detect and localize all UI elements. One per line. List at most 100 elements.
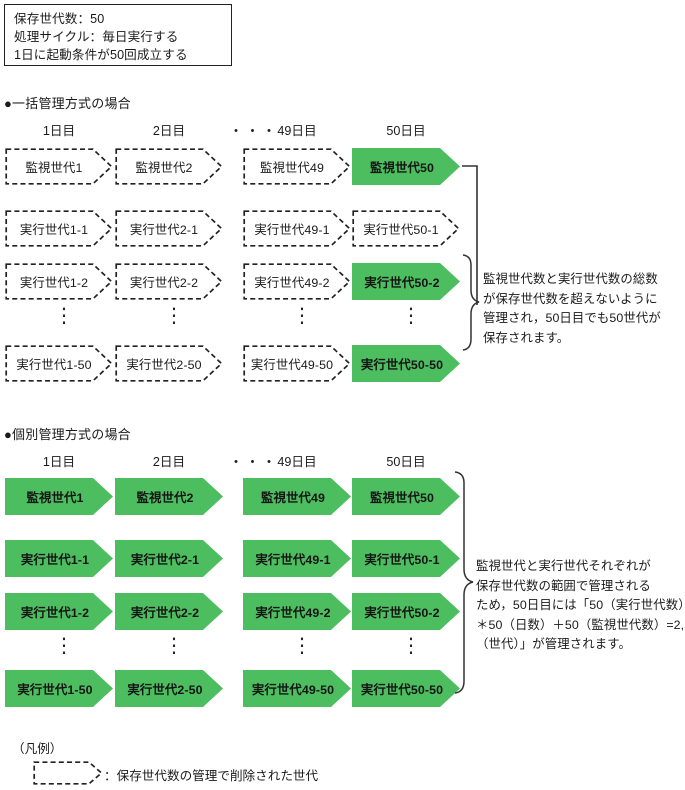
generation-chip: 実行世代2-50	[115, 670, 223, 707]
row-ellipsis: ⋮	[292, 305, 315, 327]
chip-label: 監視世代1	[25, 160, 83, 175]
chip-label: 実行世代49-2	[254, 275, 330, 290]
generation-chip: 実行世代2-50	[115, 345, 223, 382]
row-ellipsis: ⋮	[54, 635, 77, 657]
chip-label: 実行世代50-1	[364, 552, 440, 567]
dashed-arrow-shape	[115, 148, 223, 185]
legend-title: （凡例）	[12, 742, 63, 756]
chip-label: 実行世代2-50	[127, 682, 203, 697]
col-header-s2-day49: 49日目	[277, 455, 317, 469]
annotation-line: ため，50日目には「50（実行世代数）	[476, 598, 685, 612]
generation-chip: 実行世代1-2	[5, 263, 113, 300]
generation-chip: 監視世代50	[352, 148, 460, 185]
condition-line-1: 保存世代数：50	[14, 12, 105, 26]
col-header-s2-day50: 50日目	[386, 455, 426, 469]
dashed-arrow-shape	[5, 210, 113, 247]
chip-label: 実行世代1-50	[16, 357, 92, 372]
generation-chip: 監視世代1	[5, 148, 113, 185]
generation-chip: 実行世代50-2	[352, 593, 460, 630]
annotation-line: ＊50（日数）＋50（監視世代数）=2,550	[476, 617, 685, 632]
generation-chip: 実行世代1-1	[5, 540, 113, 577]
chip-label: 実行世代49-1	[255, 552, 331, 567]
dashed-arrow-shape	[5, 263, 113, 300]
col-header-s1-day50: 50日目	[386, 124, 426, 138]
chip-label: 実行世代1-1	[20, 552, 90, 567]
annotation-line: 監視世代と実行世代それぞれが	[476, 559, 651, 573]
generation-chip: 監視世代2	[115, 478, 223, 515]
col-header-s1-day49: 49日目	[277, 124, 317, 138]
conditions-box: 保存世代数：50 処理サイクル：毎日実行する 1日に起動条件が50回成立する	[4, 4, 232, 66]
generation-chip: 監視世代1	[5, 478, 113, 515]
generation-chip: 実行世代49-2	[243, 263, 351, 300]
dashed-arrow-shape	[115, 345, 223, 382]
chip-label: 実行世代2-1	[129, 222, 199, 237]
row-ellipsis: ⋮	[164, 305, 187, 327]
columns-gap-ellipsis-s1: ・・・	[229, 123, 279, 139]
row-ellipsis: ⋮	[401, 305, 424, 327]
generation-chip: 実行世代49-50	[243, 345, 351, 382]
chip-label: 実行世代1-50	[17, 682, 93, 697]
dashed-arrow-shape	[5, 148, 113, 185]
annotation-line: （世代）」が管理されます。	[476, 637, 631, 651]
chip-label: 監視世代49	[260, 160, 324, 175]
chip-label: 実行世代50-1	[363, 222, 439, 237]
legend-description: ：保存世代数の管理で削除された世代	[104, 769, 319, 783]
chip-label: 実行世代50-50	[360, 682, 444, 697]
condition-line-2: 処理サイクル：毎日実行する	[14, 30, 179, 44]
generation-chip: 実行世代2-1	[115, 540, 223, 577]
generation-chip: 監視世代2	[115, 148, 223, 185]
generation-chip: 実行世代50-1	[352, 210, 460, 247]
generation-chip: 実行世代49-1	[243, 210, 351, 247]
dashed-arrow-shape	[243, 345, 351, 382]
chip-label: 実行世代49-50	[250, 357, 334, 372]
chip-label: 実行世代1-2	[19, 275, 89, 290]
generation-chip: 実行世代1-50	[5, 345, 113, 382]
generation-chip: 実行世代49-50	[243, 670, 351, 707]
columns-gap-ellipsis-s2: ・・・	[229, 454, 279, 470]
annotation-line: 保存されます。	[483, 330, 570, 345]
row-ellipsis: ⋮	[164, 635, 187, 657]
chip-label: 実行世代50-2	[364, 605, 440, 620]
section-heading-batch: ●一括管理方式の場合	[4, 96, 131, 111]
dashed-arrow-shape	[5, 345, 113, 382]
chip-label: 監視世代1	[26, 490, 84, 505]
generation-chip: 監視世代50	[352, 478, 460, 515]
dashed-arrow-shape	[243, 148, 351, 185]
generation-chip: 実行世代50-1	[352, 540, 460, 577]
legend-dashed-arrow-icon	[33, 761, 103, 785]
section2-annotation: 監視世代と実行世代それぞれが 保存世代数の範囲で管理される ため，50日目には「…	[476, 557, 685, 655]
generation-chip: 監視世代49	[243, 148, 351, 185]
generation-chip: 実行世代50-2	[352, 263, 460, 300]
dashed-arrow-shape	[352, 210, 460, 247]
chip-label: 監視世代2	[135, 160, 193, 175]
generation-chip: 実行世代49-2	[243, 593, 351, 630]
dashed-arrow-shape	[33, 761, 103, 785]
generation-chip: 実行世代2-1	[115, 210, 223, 247]
chip-label: 実行世代49-50	[251, 682, 335, 697]
generation-chip: 実行世代50-50	[352, 345, 460, 382]
chip-label: 実行世代50-50	[360, 357, 444, 372]
dashed-arrow-shape	[115, 263, 223, 300]
annotation-line: 管理され，50日目でも50世代が	[483, 311, 661, 325]
col-header-s2-day2: 2日目	[152, 455, 186, 469]
chip-label: 監視世代49	[261, 490, 325, 505]
chip-label: 実行世代50-2	[364, 275, 440, 290]
annotation-line: 監視世代数と実行世代数の総数	[483, 272, 658, 286]
chip-label: 実行世代1-2	[20, 605, 90, 620]
section1-annotation: 監視世代数と実行世代数の総数 が保存世代数を超えないように 管理され，50日目で…	[483, 270, 661, 348]
chip-label: 実行世代2-50	[126, 357, 202, 372]
dashed-arrow-shape	[243, 210, 351, 247]
row-ellipsis: ⋮	[401, 635, 424, 657]
generation-chip: 実行世代49-1	[243, 540, 351, 577]
chip-label: 実行世代2-2	[129, 275, 199, 290]
chip-label: 実行世代2-2	[130, 605, 200, 620]
generation-chip: 監視世代49	[243, 478, 351, 515]
dashed-arrow-shape	[115, 210, 223, 247]
chip-label: 監視世代2	[136, 490, 194, 505]
generation-chip: 実行世代2-2	[115, 263, 223, 300]
section-heading-individual: ●個別管理方式の場合	[4, 427, 131, 442]
chip-label: 実行世代1-1	[19, 222, 89, 237]
generation-chip: 実行世代2-2	[115, 593, 223, 630]
